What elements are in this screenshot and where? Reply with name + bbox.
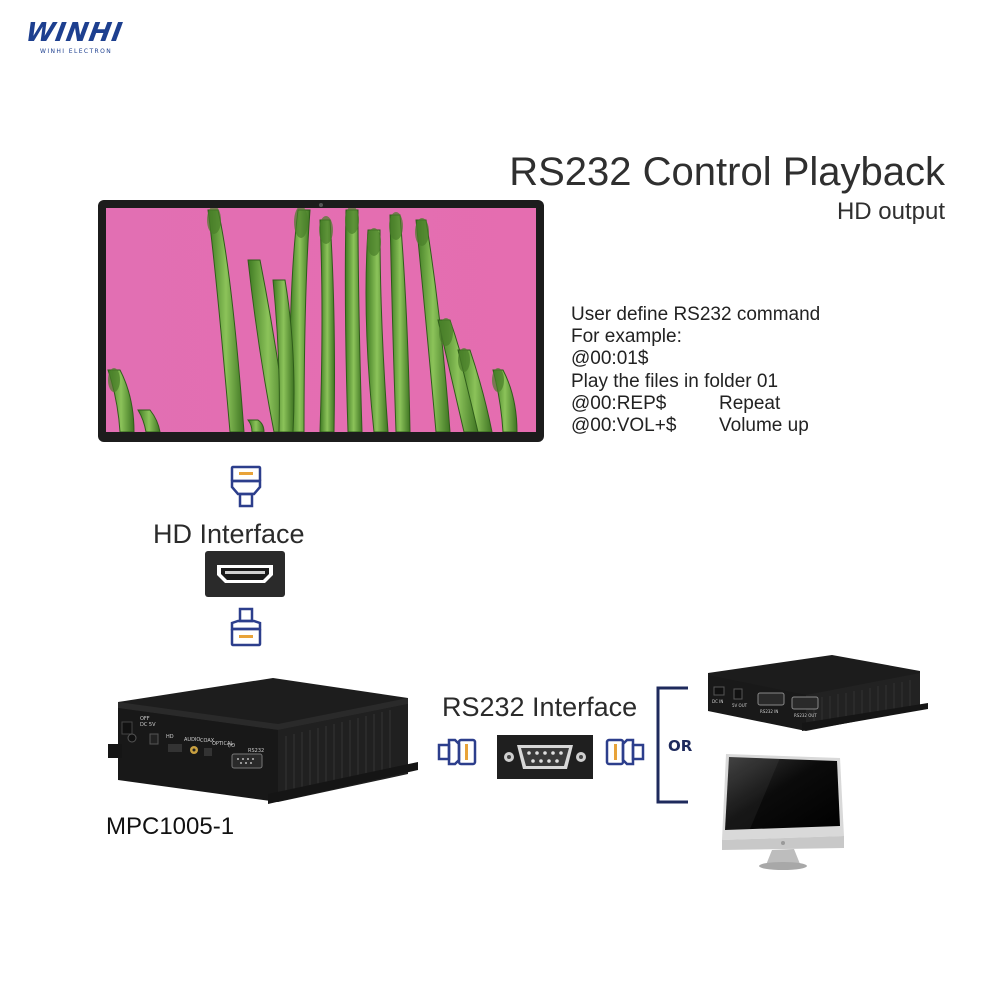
device-port-label: RS232 (248, 748, 264, 754)
branch-or-label: OR (668, 737, 693, 755)
mpc-device: OFF DC 5V HD AUDIO COAX OPTICAL I/O RS23… (108, 678, 418, 804)
device-port-label: HD (166, 734, 174, 740)
page-subtitle: HD output (836, 198, 945, 225)
display-monitor (98, 200, 544, 442)
computer-screen (725, 757, 840, 830)
command-desc: Volume up (719, 415, 809, 437)
hd-plug-icon (230, 607, 262, 647)
hdmi-port-icon (205, 551, 285, 597)
hd-plug-icon (230, 465, 262, 508)
brand-tagline: WINHI ELECTRON (40, 48, 113, 55)
command-row: @00:REP$ Repeat (571, 393, 820, 415)
alt-device-port-label: RS232 IN (760, 709, 778, 714)
db9-port-icon (497, 735, 593, 779)
hd-interface-label: HD Interface (153, 519, 305, 549)
device-port-label: COAX (200, 738, 215, 744)
alt-device-port-label: 5V OUT (732, 703, 748, 708)
command-row: @00:VOL+$ Volume up (571, 415, 820, 437)
command-example-desc: Play the files in folder 01 (571, 370, 779, 392)
command-code: @00:REP$ (571, 392, 667, 414)
alt-device-port-label: DC IN (712, 699, 723, 704)
command-desc: Repeat (719, 392, 781, 414)
alt-device-port-label: RS232 OUT (794, 713, 817, 718)
device-model-label: MPC1005-1 (106, 813, 235, 840)
device-port-label: OFF (140, 716, 150, 722)
branch-bracket (656, 686, 688, 804)
command-example-label: For example: (571, 326, 682, 348)
asparagus-image (107, 208, 518, 432)
brand-logo: WINHI WINHI ELECTRON (23, 18, 136, 68)
alt-device: DC IN 5V OUT RS232 IN RS232 OUT (708, 655, 928, 731)
command-description: User define RS232 command For example: @… (571, 304, 820, 437)
device-port-label: I/O (228, 743, 235, 749)
command-intro: User define RS232 command (571, 304, 821, 325)
brand-name: WINHI (23, 18, 126, 48)
command-code: @00:VOL+$ (571, 415, 677, 437)
command-example-code: @00:01$ (571, 348, 649, 370)
serial-plug-icon (437, 738, 477, 766)
device-port-label: OPTICAL (212, 741, 233, 747)
page-title: RS232 Control Playback (509, 150, 945, 194)
computer-monitor (722, 754, 844, 870)
rs232-interface-label: RS232 Interface (442, 692, 638, 722)
device-port-label: DC 5V (140, 722, 156, 728)
device-port-label: AUDIO (184, 737, 200, 743)
serial-plug-icon (605, 738, 645, 766)
